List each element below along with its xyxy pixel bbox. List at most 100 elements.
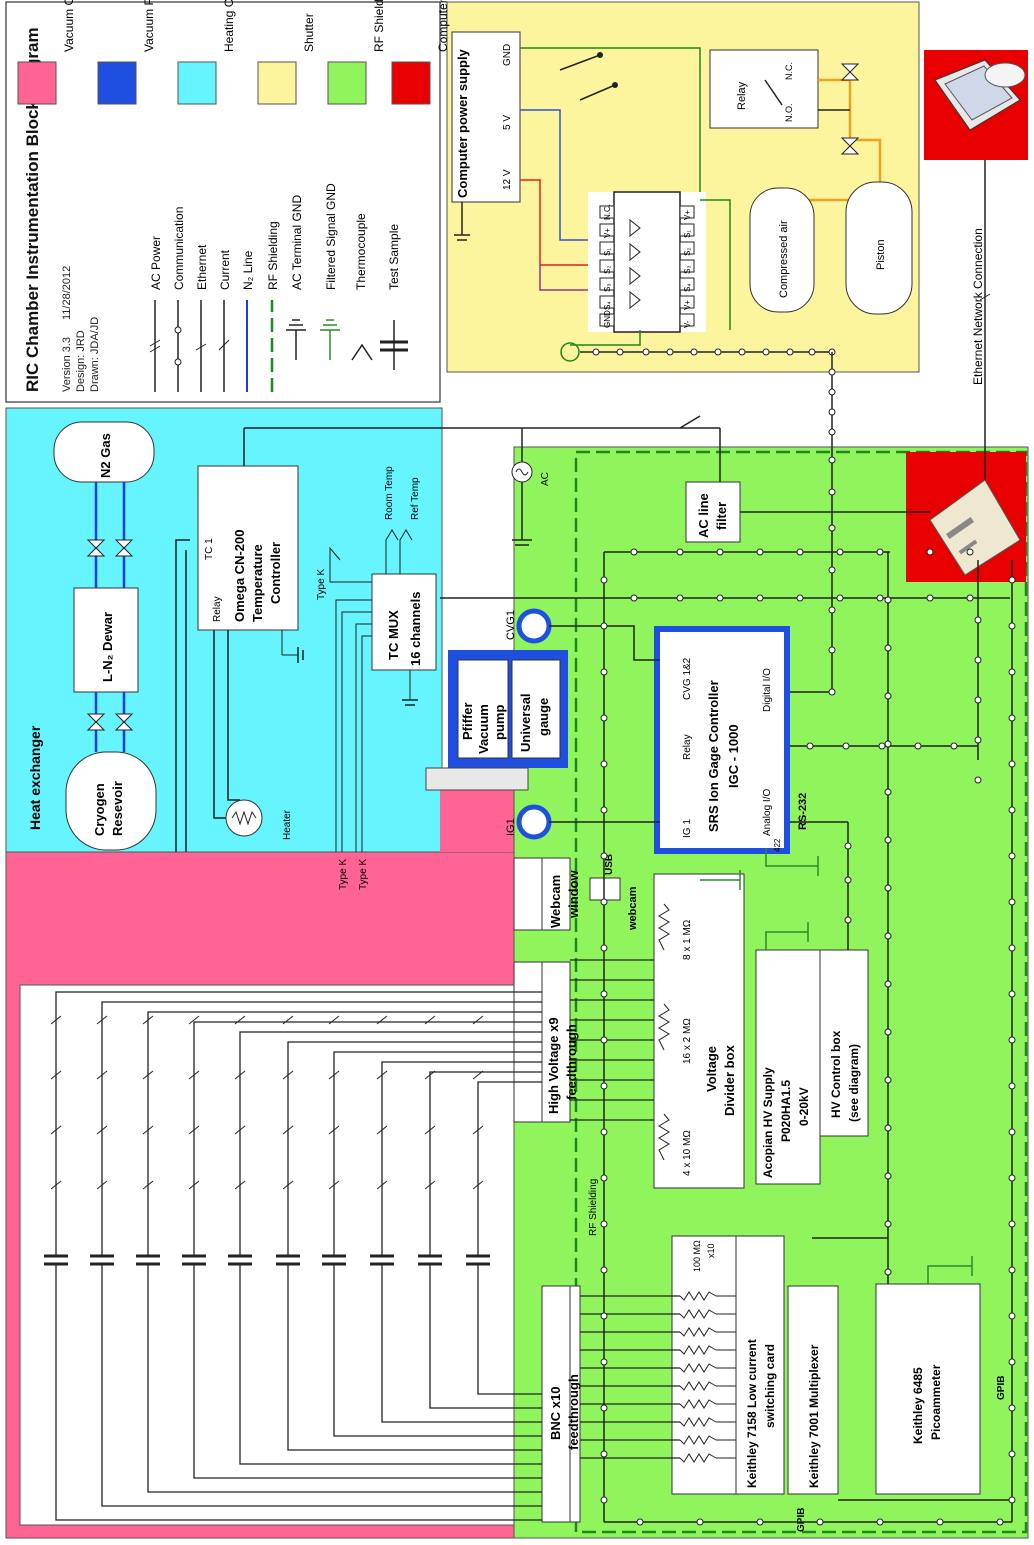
legend-line-type-label: N₂ Line: [241, 250, 255, 290]
legend-line-type-label: AC Terminal GND: [290, 195, 304, 290]
rf-shielding-label: RF Shielding: [588, 1179, 599, 1236]
ic-pin-right-label: S₃: [683, 265, 692, 274]
type-k-top: Type K: [316, 569, 327, 600]
legend-drawn: Drawn: JDA/JD: [89, 317, 101, 392]
tc-mux: [372, 574, 436, 670]
pump-title-3: pump: [492, 705, 507, 740]
legend-line-type-label: AC Power: [149, 236, 163, 290]
webcam-window: [514, 858, 542, 930]
ic-pin-left-label: N.C.: [603, 204, 612, 220]
hv-feedthrough-label-2: feedthrough: [564, 1024, 579, 1100]
n2-gas-label: N2 Gas: [98, 433, 113, 478]
legend-color-label: Shutter: [302, 13, 316, 52]
usb-webcam-icon: [590, 878, 620, 900]
gauge-title-2: gauge: [536, 698, 551, 736]
legend-swatch: [258, 62, 296, 104]
voltage-divider-title-2: Divider box: [722, 1044, 737, 1116]
relay-label: Relay: [736, 81, 748, 110]
temp-controller-sub-1: Temperature: [250, 544, 265, 622]
legend-version: Version 3.3: [61, 337, 73, 392]
relay-nc: N.C.: [784, 62, 794, 80]
srs-analog-io: Analog I/O: [762, 789, 773, 836]
srs-cvg12: CVG 1&2: [682, 657, 693, 700]
pump-title-1: Pfiffer: [460, 702, 475, 740]
ic-pin-right-label: V+: [683, 210, 692, 220]
legend: RIC Chamber Instrumentation Block Diagra…: [6, 0, 450, 402]
cvg1-gauge: [519, 611, 549, 641]
room-temp-label: Room Temp: [384, 466, 395, 520]
picoammeter: [876, 1284, 980, 1494]
res-note-b: x10: [706, 1243, 716, 1258]
ic-pin-left-label: S₄: [603, 301, 612, 310]
hv-control-sub: (see diagram): [847, 1044, 861, 1122]
picoammeter-sub: Picoammeter: [929, 1364, 943, 1440]
hv-control-title: HV Control box: [829, 1030, 843, 1118]
ref-temp-label: Ref Temp: [410, 477, 421, 520]
gpib-label-bottom: GPIB: [796, 1508, 807, 1532]
legend-line-type-label: Current: [218, 249, 232, 290]
power-supply-title: Computer power supply: [455, 48, 470, 198]
ic-pin-left-label: S₃: [603, 283, 612, 292]
srs-digital-io: Digital I/O: [762, 668, 773, 712]
power-supply-gnd: GND: [502, 44, 513, 66]
legend-line-type-label: Filtered Signal GND: [324, 183, 338, 290]
controller-relay-label: Relay: [212, 596, 223, 622]
ic-pin-right-label: S₄: [683, 283, 692, 292]
ac-line-filter: [686, 482, 740, 542]
ic-pin-right-label: V+: [683, 300, 692, 310]
picoammeter-name: Keithley 6485: [911, 1367, 925, 1444]
legend-swatch: [328, 62, 366, 104]
acopian-title: Acopian HV Supply: [761, 1067, 775, 1178]
webcam-window-label-2: window: [566, 869, 581, 919]
bnc-feedthrough-label-1: BNC x10: [548, 1387, 563, 1440]
ethernet-label: Ethernet Network Connection: [971, 228, 985, 385]
legend-swatch: [392, 62, 430, 104]
legend-date: 11/28/2012: [61, 266, 73, 320]
ic-pin-right-label: S₁: [683, 230, 692, 238]
res-note-a: 100 MΩ: [692, 1240, 702, 1272]
legend-color-label: Computer: [436, 0, 450, 52]
vacuum-chamber-upper-strip: [440, 790, 514, 852]
cvg1-label: CVG1: [505, 610, 517, 640]
relay-no: N.O.: [784, 103, 794, 122]
legend-swatch: [178, 62, 216, 104]
heater-label: Heater: [282, 809, 293, 840]
relay-box: [710, 50, 818, 128]
acopian-range: 0-20kV: [797, 1087, 811, 1126]
ac-label: AC: [540, 472, 551, 486]
legend-color-label: Vacuum Pumps & Gauges: [142, 0, 156, 52]
srs-ig1: IG 1: [682, 819, 693, 838]
type-k-bottom-1: Type K: [338, 859, 349, 890]
ig1-gauge: [519, 807, 549, 837]
srs-model: IGC - 1000: [726, 724, 741, 788]
legend-line-type-label: RF Shielding: [266, 221, 280, 290]
temp-controller-name: Omega CN-200: [232, 530, 247, 622]
r8-label: 8 x 1 MΩ: [682, 919, 693, 960]
legend-line-type-label: Communication: [172, 207, 186, 290]
switching-card-2: switching card: [763, 1344, 777, 1428]
pump-title-2: Vacuum: [476, 704, 491, 754]
hv-feedthrough-label-1: High Voltage x9: [546, 1017, 561, 1114]
cryogen-label-2: Resevoir: [110, 781, 125, 836]
r16-label: 16 x 2 MΩ: [682, 1018, 693, 1064]
cryogen-label-1: Cryogen: [92, 783, 107, 836]
type-k-bottom-2: Type K: [358, 859, 369, 890]
tc-mux-title: TC MUX: [386, 610, 401, 660]
piston-label: Piston: [875, 239, 887, 270]
tc-mux-sub: 16 channels: [408, 592, 423, 666]
srs-rs422: 422: [773, 838, 782, 852]
heat-exchanger-label: Heat exchanger: [27, 725, 43, 830]
ig1-label: IG1: [505, 818, 517, 836]
ic-pin-left-label: S₂: [603, 266, 612, 274]
legend-swatch: [18, 62, 56, 104]
ac-line-filter-2: filter: [714, 502, 729, 530]
srs-title: SRS Ion Gage Controller: [706, 680, 721, 832]
webcam-label: webcam: [627, 886, 639, 931]
legend-swatch: [98, 62, 136, 104]
bnc-feedthrough-label-2: feedthrough: [566, 1374, 581, 1450]
srs-rs232: RS-232: [797, 793, 809, 830]
legend-design: Design: JRD: [75, 330, 87, 392]
power-supply-12v: 12 V: [502, 169, 513, 190]
ic-pin-left-label: S₁: [603, 248, 612, 256]
r4-label: 4 x 10 MΩ: [682, 1130, 693, 1176]
